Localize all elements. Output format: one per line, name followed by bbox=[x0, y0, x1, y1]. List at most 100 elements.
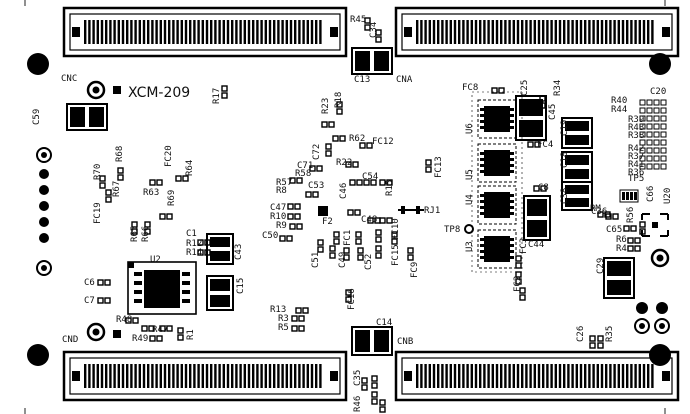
connector-pin bbox=[277, 20, 280, 32]
connector-pin bbox=[428, 32, 431, 44]
connector-pin bbox=[105, 376, 108, 388]
connector-pin bbox=[592, 376, 595, 388]
chip-pin bbox=[480, 114, 484, 117]
header-pin bbox=[39, 185, 49, 195]
cap-c13-pad bbox=[374, 51, 389, 71]
passive-pad bbox=[371, 398, 378, 405]
connector-pin bbox=[294, 20, 297, 32]
connector-pin bbox=[458, 32, 461, 44]
resistor-array-pad bbox=[653, 131, 660, 138]
connector-pin bbox=[626, 32, 629, 44]
connector-pin bbox=[256, 364, 259, 376]
connector-pin bbox=[483, 20, 486, 32]
connector-pin bbox=[453, 364, 457, 376]
connector-pin bbox=[453, 376, 457, 388]
ref-r38: R38 bbox=[628, 131, 645, 141]
pin1-marker bbox=[113, 86, 121, 94]
passive-pad bbox=[221, 85, 228, 92]
connector-pin bbox=[630, 364, 633, 376]
connector-pin bbox=[613, 32, 616, 44]
connector-pin bbox=[319, 32, 322, 44]
header-pin-center bbox=[41, 265, 47, 271]
connector-pin bbox=[310, 364, 314, 376]
connector-pin bbox=[592, 364, 595, 376]
ref-r65: R65 bbox=[130, 225, 140, 242]
connector-pin bbox=[575, 20, 578, 32]
connector-pin bbox=[205, 32, 209, 44]
connector-pin bbox=[634, 364, 637, 376]
ref-r22: R22 bbox=[336, 158, 353, 168]
resistor-array-pad bbox=[639, 163, 646, 170]
connector-key bbox=[404, 371, 412, 381]
passive-pad bbox=[519, 287, 526, 294]
connector-pin bbox=[630, 20, 633, 32]
connector-pin bbox=[205, 376, 209, 388]
connector-pin bbox=[298, 20, 301, 32]
passive-pad bbox=[159, 325, 166, 332]
connector-pin bbox=[609, 20, 612, 32]
chip-u3-outline bbox=[477, 229, 517, 269]
passive-pad bbox=[356, 179, 363, 186]
connector-pin bbox=[651, 20, 654, 32]
connector-pin bbox=[105, 20, 108, 32]
passive-pad bbox=[370, 179, 377, 186]
passive-pad bbox=[627, 237, 634, 244]
cap-c29-pad bbox=[607, 280, 631, 295]
cap-c14 bbox=[351, 326, 393, 356]
connector-pin bbox=[487, 364, 490, 376]
connector-pin bbox=[281, 376, 284, 388]
connector-pin bbox=[516, 376, 520, 388]
connector-cnb-inner bbox=[401, 357, 673, 395]
connector-pin bbox=[264, 364, 267, 376]
connector-pin bbox=[289, 376, 293, 388]
passive-pad bbox=[407, 247, 414, 254]
cap-c19-pad bbox=[565, 135, 589, 145]
connector-pin bbox=[235, 20, 238, 32]
ref-rm: RM bbox=[590, 204, 601, 214]
passive-pad bbox=[105, 189, 112, 196]
connector-pin bbox=[189, 364, 192, 376]
connector-pin bbox=[197, 20, 200, 32]
connector-pin bbox=[558, 364, 562, 376]
connector-pin bbox=[550, 376, 553, 388]
connector-cnb bbox=[394, 350, 680, 402]
passive-pad bbox=[515, 262, 522, 269]
passive-pad bbox=[287, 203, 294, 210]
connector-pin bbox=[546, 364, 549, 376]
connector-pin bbox=[529, 20, 532, 32]
connector-pin bbox=[159, 32, 162, 44]
chip-pin bbox=[510, 194, 514, 197]
chip-pin bbox=[182, 290, 190, 294]
connector-pin bbox=[491, 32, 494, 44]
passive-pad bbox=[295, 307, 302, 314]
passive-pad bbox=[364, 24, 371, 31]
ref-c38: C38 bbox=[560, 187, 570, 204]
cap-c44-pad bbox=[527, 220, 547, 237]
ref-c53: C53 bbox=[308, 181, 325, 191]
passive-pad bbox=[589, 335, 596, 342]
chip-u6-body bbox=[484, 106, 510, 132]
connector-pin bbox=[197, 32, 200, 44]
fiducial bbox=[86, 80, 106, 100]
connector-pin bbox=[109, 376, 112, 388]
passive-pad bbox=[379, 179, 386, 186]
ref-r56: R56 bbox=[626, 206, 636, 223]
connector-pin bbox=[96, 364, 99, 376]
fiducial-center bbox=[92, 86, 100, 94]
connector-pin bbox=[554, 364, 557, 376]
chip-pin bbox=[510, 200, 514, 203]
connector-pin bbox=[466, 364, 469, 376]
connector-pin bbox=[105, 364, 108, 376]
rm-array-pin bbox=[622, 192, 625, 200]
connector-pin bbox=[218, 20, 221, 32]
chip-pin bbox=[480, 120, 484, 123]
connector-pin bbox=[117, 364, 120, 376]
connector-pin bbox=[584, 364, 587, 376]
ref-r6: R6 bbox=[616, 235, 627, 245]
connector-pin bbox=[210, 20, 213, 32]
passive-pad bbox=[371, 382, 378, 389]
resistor-array-pad bbox=[646, 155, 653, 162]
connector-pin bbox=[420, 32, 423, 44]
connector-pin bbox=[109, 364, 112, 376]
connector-pin bbox=[126, 20, 129, 32]
